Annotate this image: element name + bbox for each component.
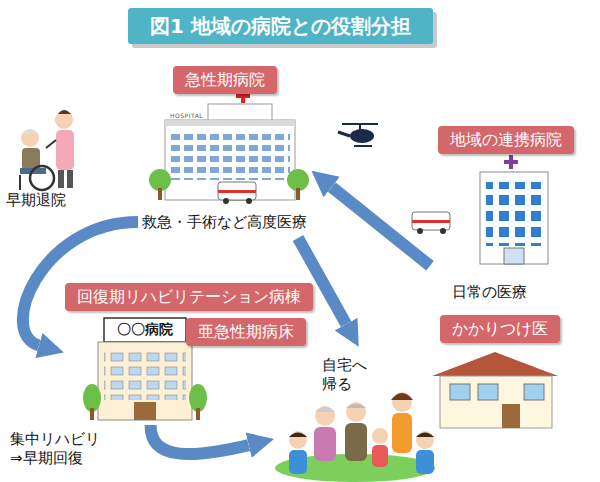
community-hospital-label: 地域の連携病院 <box>438 126 574 154</box>
building-sign: HOSPITAL <box>170 112 203 120</box>
community-hospital-illustration <box>412 155 548 264</box>
clinic-house-illustration <box>432 352 558 428</box>
place-group: 回復期リハビリテーション病棟亜急性期病床 <box>62 280 315 425</box>
flow-arrow <box>298 238 346 324</box>
place-group: 急性期病院救急・手術など高度医療 <box>138 62 313 238</box>
edge-label: 早期退院 <box>6 191 66 210</box>
figure-title: 図1 地域の病院との役割分担 <box>128 8 433 44</box>
subacute-bed-label: 亜急性期病床 <box>186 318 306 346</box>
flow-arrow <box>332 187 430 266</box>
rehab-ward-label: 回復期リハビリテーション病棟 <box>65 283 313 311</box>
place-group: 地域の連携病院日常の医療 <box>430 122 590 304</box>
acute-hospital-illustration <box>149 89 309 204</box>
home-caption: 自宅へ 帰る <box>322 356 372 394</box>
community-hospital-caption: 日常の医療 <box>452 283 527 302</box>
helicopter-illustration <box>338 124 378 146</box>
hospital-sign: 〇〇病院 <box>117 321 173 339</box>
acute-hospital-caption: 救急・手術など高度医療 <box>142 213 307 232</box>
acute-hospital-label: 急性期病院 <box>173 66 277 94</box>
place-group: かかりつけ医 <box>436 312 566 427</box>
wheelchair-illustration <box>20 110 74 190</box>
note-text: 集中リハビリ ⇒早期回復 <box>10 430 106 468</box>
family-illustration <box>275 392 435 482</box>
family-doctor-label: かかりつけ医 <box>440 315 560 343</box>
flow-arrow <box>151 425 249 454</box>
place-group: 自宅へ 帰る <box>272 345 434 480</box>
